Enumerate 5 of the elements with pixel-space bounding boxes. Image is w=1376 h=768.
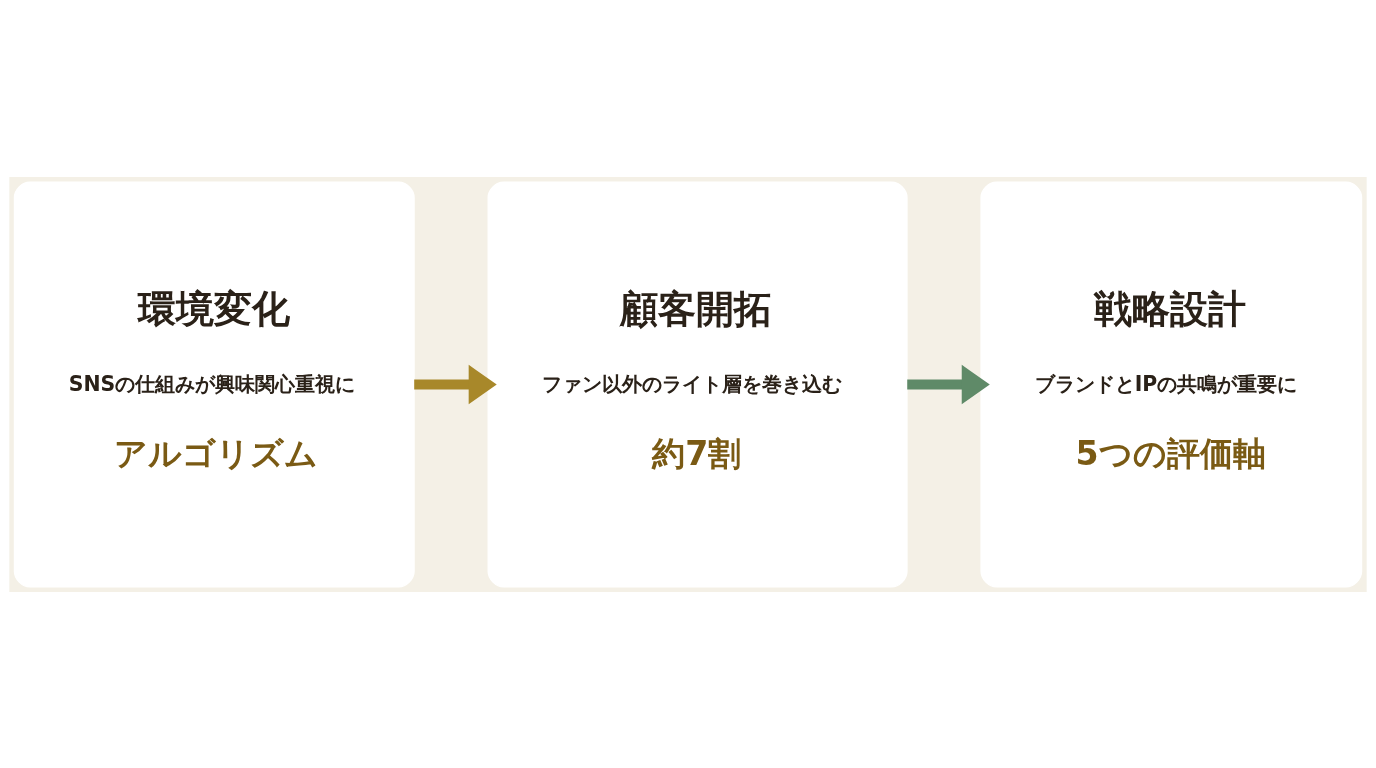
node-box: 戦略設計 ブランドとIPの共鳴が重要に 5つの評価軸 [980, 180, 1363, 588]
node-box: 顧客開拓 ファン以外のライト層を巻き込む 約7割 [487, 180, 908, 588]
arrow [907, 364, 990, 404]
arrow [414, 364, 497, 404]
node-box: 環境変化 SNSの仕組みが興味関心重視に アルゴリズム [13, 180, 415, 588]
